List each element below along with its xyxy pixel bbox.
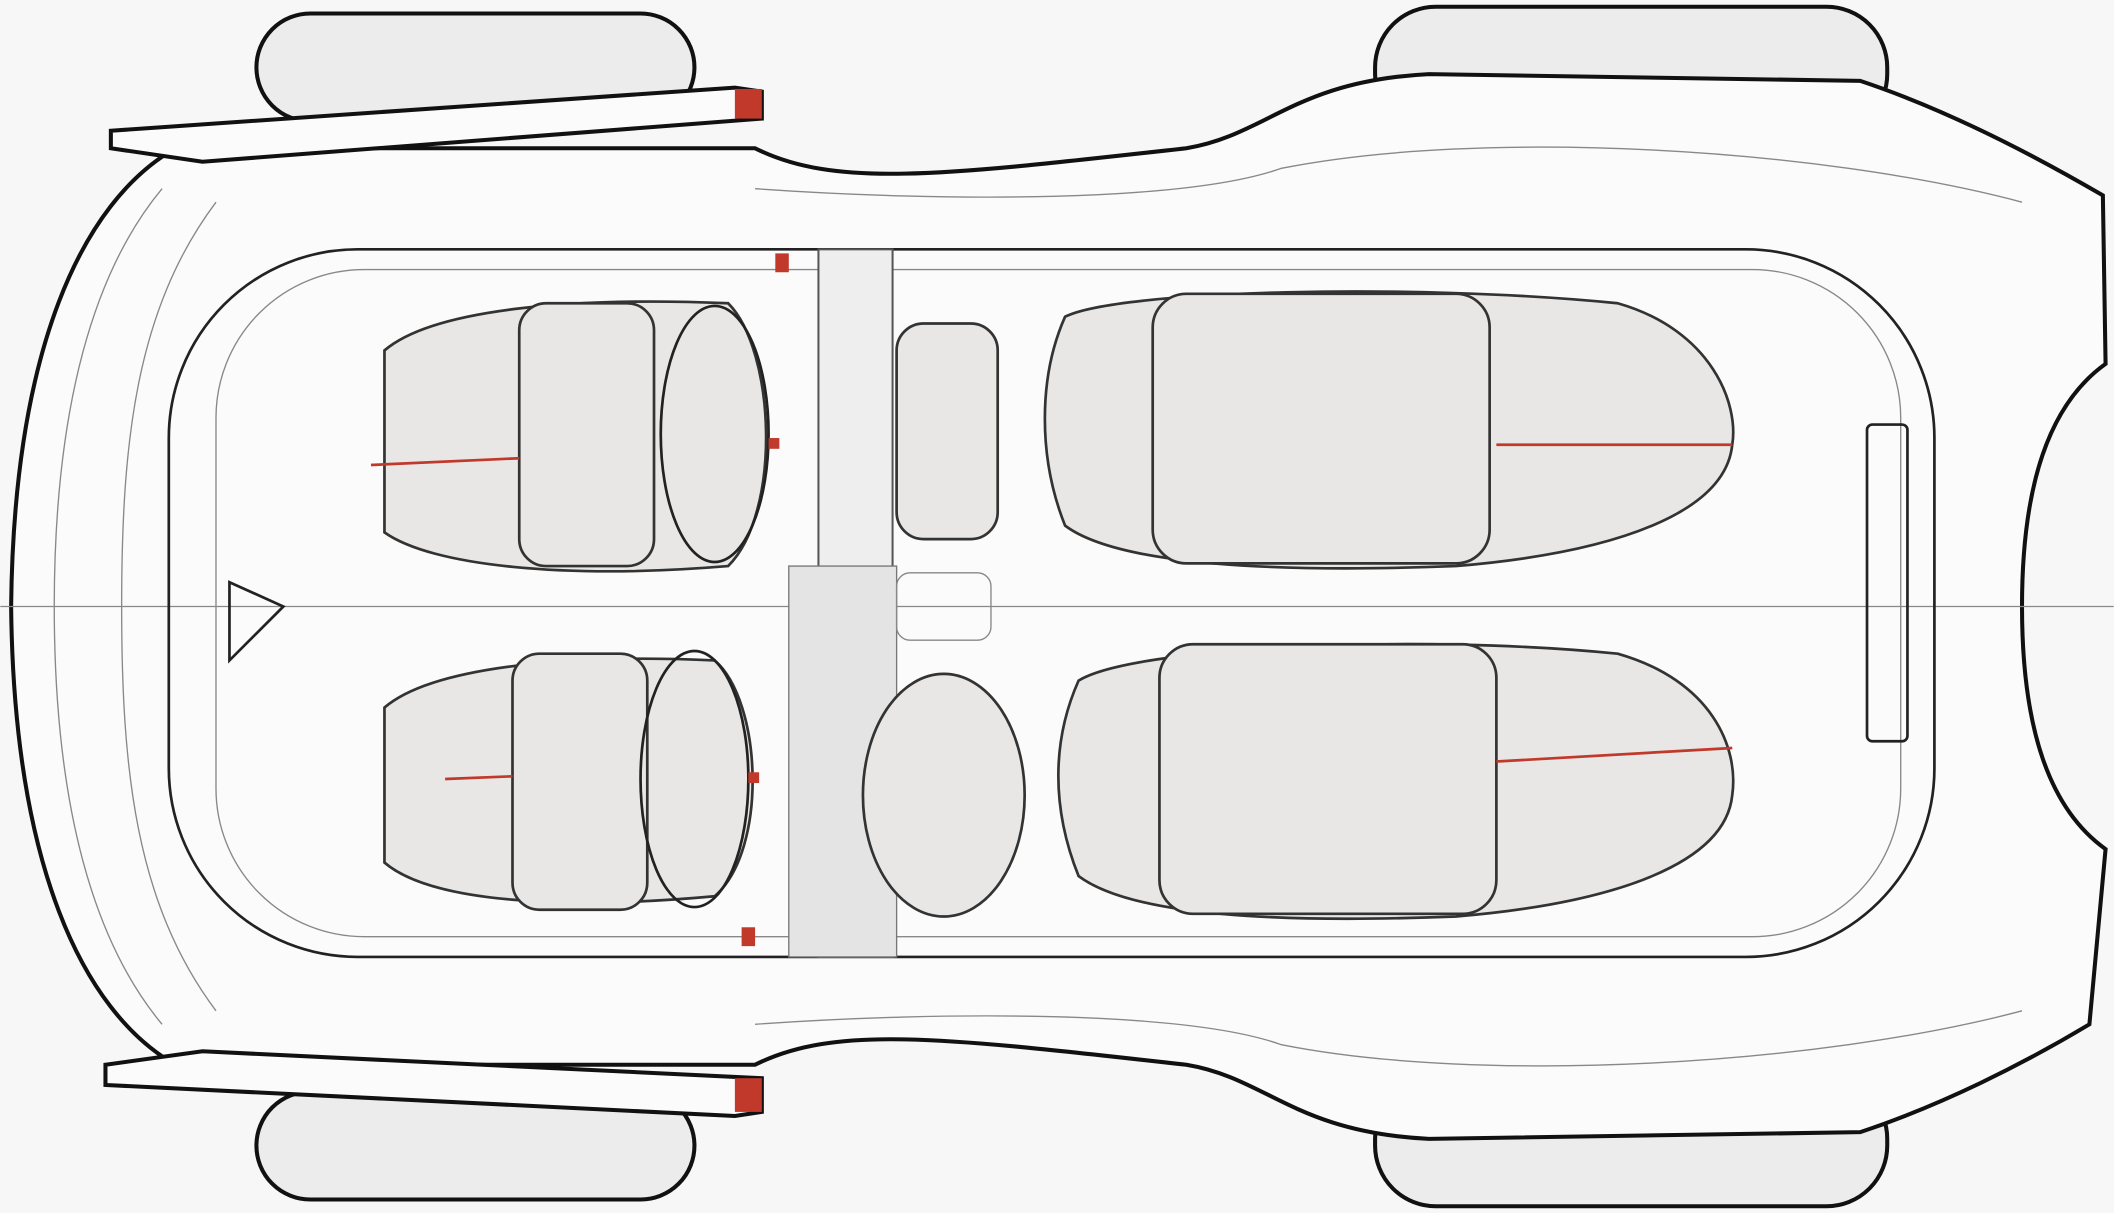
- seat-rear-right-cushion: [1158, 642, 1498, 916]
- headrest-front-left: [517, 301, 656, 568]
- spoiler-right-light: [734, 1078, 762, 1112]
- steering-wheel-front-left: [659, 304, 770, 564]
- marker-light: [768, 438, 780, 449]
- marker-lights: [741, 253, 789, 947]
- marker-light: [775, 253, 789, 273]
- rear-panel: [1865, 423, 1909, 743]
- seat-stitch-front-left: [370, 456, 520, 467]
- console-tray: [895, 572, 992, 641]
- seat-stitch-rear-right: [1496, 746, 1733, 763]
- front-spoilers: [103, 85, 764, 1118]
- marker-light: [748, 772, 760, 784]
- seats: [370, 290, 1735, 921]
- marker-light: [741, 927, 756, 947]
- seat-rear-left-cushion: [1151, 292, 1491, 565]
- seat-middle-front: [895, 322, 1000, 541]
- seat-stitch-front-right: [445, 774, 513, 781]
- headrest-front-right: [511, 652, 649, 912]
- warning-triangle-icon: [228, 580, 286, 664]
- cabin-outline: [167, 247, 1936, 959]
- cabin-inner: [215, 268, 1902, 938]
- seat-middle-rear: [861, 672, 1027, 918]
- spoiler-left-light: [734, 88, 762, 119]
